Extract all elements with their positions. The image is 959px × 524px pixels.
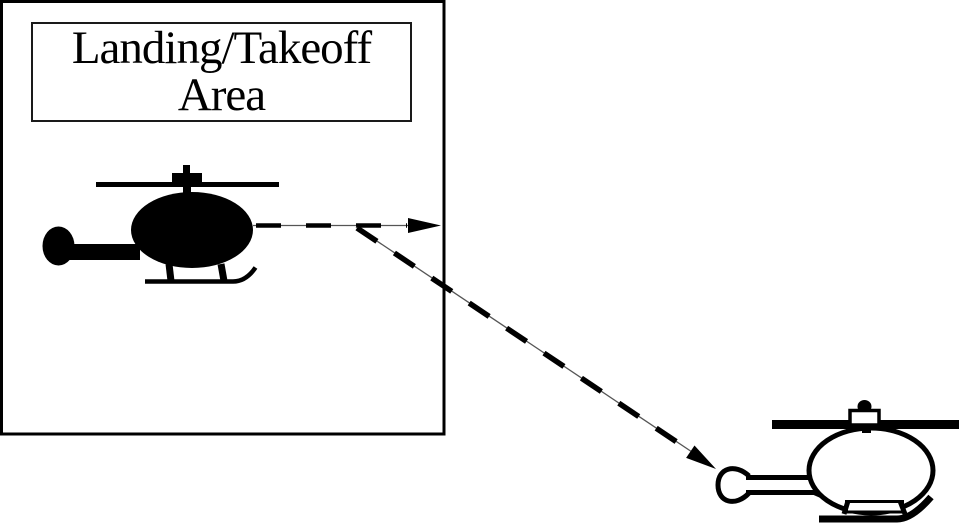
skid-leg [897, 500, 908, 515]
landing-area-label-line1: Landing/Takeoff [71, 22, 372, 74]
landing-area-label-box: Landing/Takeoff Area [31, 22, 412, 122]
diagonal-dashed-arrow [355, 225, 716, 469]
rotor-mast [862, 425, 871, 433]
tail-boom [55, 244, 140, 260]
landing-area-boundary [0, 0, 446, 436]
rotor-hub [848, 408, 881, 427]
fuselage [131, 192, 253, 268]
horizontal-dashed-arrow [253, 218, 441, 233]
rotor-hub [172, 173, 202, 186]
landing-skid [145, 266, 258, 284]
helicopter-filled-icon [42, 165, 279, 284]
skid-leg [841, 500, 851, 515]
rotor-mast [183, 186, 191, 194]
arrowhead-right-icon [408, 218, 441, 233]
rotor-mast-top [183, 165, 190, 174]
skid-leg [165, 263, 175, 282]
skid-leg [217, 263, 228, 282]
tail-rotor [715, 466, 751, 504]
arrowhead-down-right-icon [686, 445, 716, 469]
arrow-dashes [355, 225, 699, 458]
skid-crossbar [845, 500, 904, 514]
landing-area-label-line2: Area [177, 69, 266, 121]
landing-skid [819, 494, 934, 523]
helicopter-outline-icon [715, 400, 959, 523]
